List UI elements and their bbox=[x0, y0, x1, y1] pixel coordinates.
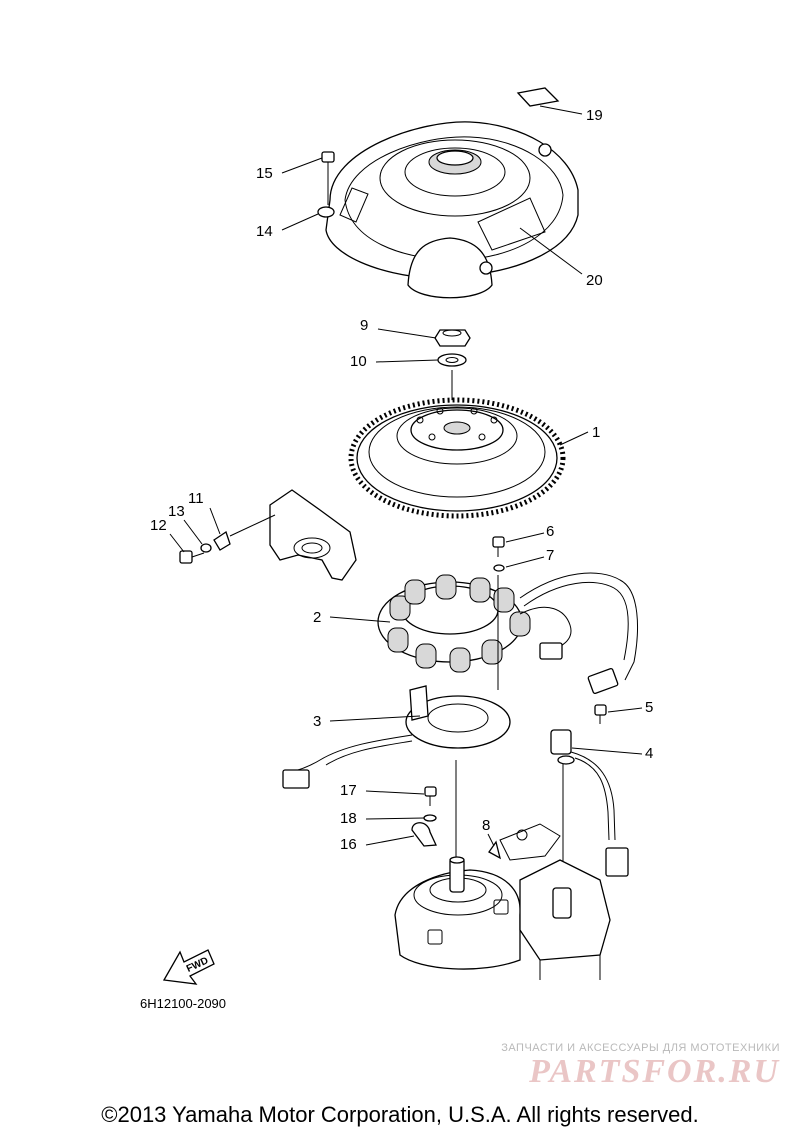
copyright-notice: ©2013 Yamaha Motor Corporation, U.S.A. A… bbox=[101, 1102, 699, 1127]
bolt-12 bbox=[179, 550, 205, 564]
washer-7 bbox=[493, 564, 505, 572]
callout-label-10: 10 bbox=[350, 353, 367, 370]
callout-leader-15 bbox=[281, 157, 323, 174]
washer-13 bbox=[200, 543, 212, 553]
callout-label-18: 18 bbox=[340, 810, 357, 827]
callout-label-8: 8 bbox=[482, 817, 490, 834]
callout-leader-10 bbox=[375, 359, 439, 363]
callout-label-6: 6 bbox=[546, 523, 554, 540]
callout-label-17: 17 bbox=[340, 782, 357, 799]
callout-leader-19 bbox=[539, 105, 583, 115]
callout-label-19: 19 bbox=[586, 107, 603, 124]
callout-leader-14 bbox=[281, 213, 319, 231]
callout-label-5: 5 bbox=[645, 699, 653, 716]
flywheel-magneto bbox=[348, 397, 566, 519]
clamp-16 bbox=[411, 822, 437, 847]
callout-leader-2 bbox=[329, 616, 391, 623]
callout-label-4: 4 bbox=[645, 745, 653, 762]
callout-label-11: 11 bbox=[188, 490, 204, 507]
watermark: ЗАПЧАСТИ И АКСЕССУАРЫ ДЛЯ МОТОТЕХНИКИ PA… bbox=[501, 1042, 780, 1090]
callout-leader-17 bbox=[365, 790, 425, 795]
watermark-logo: PARTSFOR.RU bbox=[529, 1053, 780, 1090]
callout-leader-8 bbox=[487, 833, 495, 847]
callout-leader-13 bbox=[183, 519, 203, 545]
callout-label-9: 9 bbox=[360, 317, 368, 334]
washer-18 bbox=[423, 814, 437, 822]
callout-label-12: 12 bbox=[150, 517, 167, 534]
callout-label-14: 14 bbox=[256, 223, 273, 240]
callout-label-7: 7 bbox=[546, 547, 554, 564]
callout-leader-1 bbox=[559, 431, 589, 446]
callout-leader-3 bbox=[329, 715, 421, 722]
callout-leader-18 bbox=[365, 817, 425, 820]
callout-leader-12 bbox=[169, 533, 185, 553]
callout-leader-7 bbox=[505, 556, 545, 568]
callout-leader-9 bbox=[377, 328, 437, 339]
bolt-5 bbox=[594, 704, 607, 724]
fwd-arrow: FWD bbox=[162, 949, 215, 985]
callout-leader-4 bbox=[571, 747, 643, 755]
callout-leader-6 bbox=[505, 532, 545, 543]
sensor-4 bbox=[550, 729, 629, 877]
callout-label-16: 16 bbox=[340, 836, 357, 853]
crankcase bbox=[394, 823, 611, 980]
screw-17 bbox=[424, 786, 437, 806]
callout-leader-16 bbox=[365, 835, 415, 846]
callout-label-20: 20 bbox=[586, 272, 603, 289]
bolt-6 bbox=[492, 536, 505, 557]
diagram-code: 6H12100-2090 bbox=[140, 996, 227, 1011]
flywheel-cover bbox=[325, 87, 579, 299]
callout-leader-11 bbox=[209, 507, 221, 535]
callout-label-13: 13 bbox=[168, 503, 185, 520]
callout-label-1: 1 bbox=[592, 424, 600, 441]
callout-label-3: 3 bbox=[313, 713, 321, 730]
nut-9 bbox=[434, 329, 471, 347]
clip-11 bbox=[213, 530, 231, 551]
watermark-tagline: ЗАПЧАСТИ И АКСЕССУАРЫ ДЛЯ МОТОТЕХНИКИ bbox=[501, 1042, 780, 1054]
callout-label-15: 15 bbox=[256, 165, 273, 182]
stator-assembly bbox=[377, 572, 638, 694]
callout-leader-20 bbox=[519, 227, 583, 275]
bracket-housing bbox=[269, 489, 357, 581]
screw-15 bbox=[317, 151, 335, 218]
pulser-coil-base bbox=[282, 685, 511, 789]
woodruff-key-8 bbox=[488, 840, 501, 860]
callout-leader-5 bbox=[607, 707, 643, 713]
washer-10 bbox=[437, 353, 467, 367]
callout-label-2: 2 bbox=[313, 609, 321, 626]
